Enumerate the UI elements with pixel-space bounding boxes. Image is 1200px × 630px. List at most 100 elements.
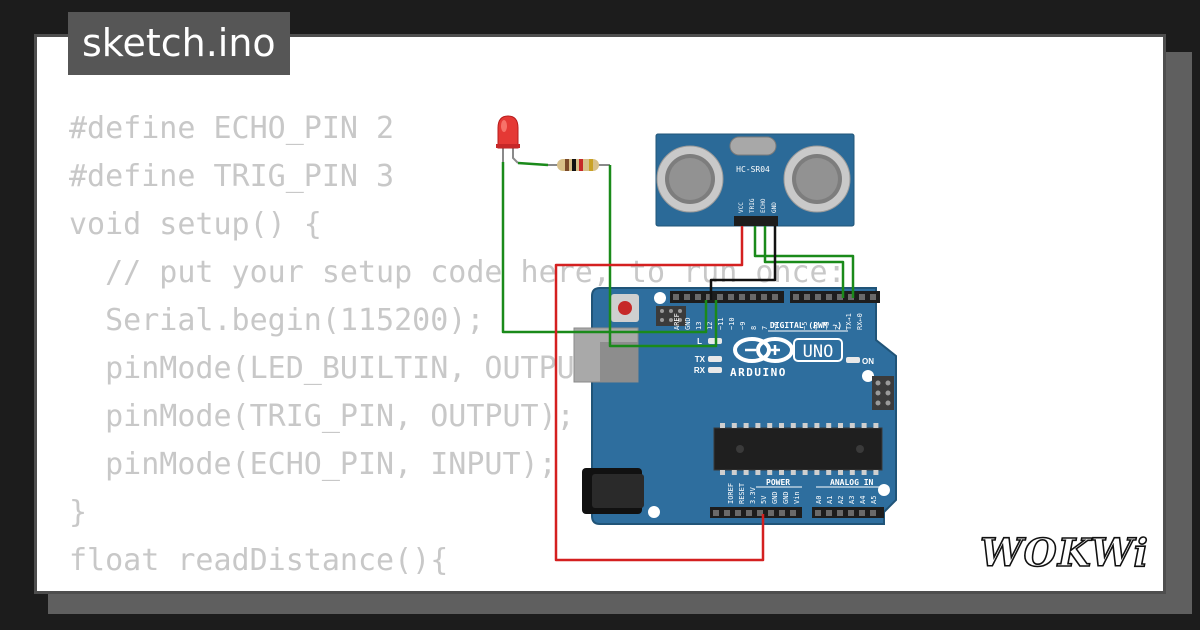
chip-pin (755, 470, 761, 475)
header-pin (804, 294, 810, 300)
code-line: pinMode(ECHO_PIN, INPUT); (69, 447, 557, 482)
code-line: #define TRIG_PIN 3 (69, 159, 395, 194)
wire-echo-pin2 (763, 226, 845, 298)
usb-connector-inner (600, 342, 638, 382)
chip-pin (838, 423, 843, 428)
header-pin (793, 294, 799, 300)
top-pin-label: 12 (706, 322, 714, 330)
chip-pin (814, 470, 820, 475)
wokwi-logo: WOKWi (979, 529, 1149, 576)
top-pin-label: ~3 (823, 322, 831, 330)
chip-pin (779, 423, 784, 428)
chip-pin (802, 470, 808, 475)
power-label: POWER (766, 478, 790, 487)
analog-pin-label: A4 (859, 496, 867, 504)
wire-vcc-5v (554, 226, 765, 562)
mount-hole (648, 506, 660, 518)
analog-pin-label: A1 (826, 496, 834, 504)
top-pin-label: GND (684, 317, 692, 330)
header-pin (750, 294, 756, 300)
analog-pin-label: A0 (815, 496, 823, 504)
header-pin (739, 294, 745, 300)
chip-pin (849, 423, 855, 428)
power-pin-label: 5V (760, 495, 768, 504)
header-pin (826, 294, 832, 300)
red-led[interactable] (496, 115, 520, 164)
sensor-pin-label: GND (771, 202, 778, 213)
power-pin-label: RESET (738, 482, 746, 504)
header-pin (815, 294, 821, 300)
top-pin-label: 2 (834, 326, 842, 330)
code-line: void setup() { (69, 207, 322, 242)
top-pin-label: 13 (695, 322, 703, 330)
rx-label: RX (694, 366, 706, 375)
header-pin (757, 510, 763, 516)
header-pin (848, 294, 854, 300)
sensor-model-label: HC-SR04 (736, 165, 770, 174)
wire-gnd-gnd (709, 226, 777, 300)
wire-resistor-pin13 (608, 165, 718, 348)
header-pin (735, 510, 741, 516)
header-pin (859, 294, 865, 300)
resistor[interactable] (548, 159, 610, 171)
on-label: ON (862, 357, 874, 366)
chip-pin (731, 423, 737, 428)
reset-button-cap[interactable] (618, 301, 632, 315)
chip-pin (790, 423, 796, 428)
chip-pin (767, 470, 773, 475)
chip-pin (814, 423, 820, 428)
header-pin (859, 510, 865, 516)
chip-pin (849, 470, 855, 475)
top-pin-label: ~9 (739, 322, 747, 330)
header-pin (837, 294, 843, 300)
power-pin-label: GND (782, 491, 790, 504)
arduino-logo-icon (733, 337, 794, 363)
chip-pin (838, 470, 843, 475)
on-led (846, 357, 860, 363)
chip-pin (873, 423, 879, 428)
chip-pin (826, 470, 832, 475)
header-pin (706, 294, 712, 300)
analog-label: ANALOG IN (830, 478, 874, 487)
icsp-header (872, 376, 894, 410)
header-pin (772, 294, 778, 300)
top-pin-label: 7 (761, 326, 769, 330)
uno-label: UNO (803, 342, 834, 362)
code-line: Serial.begin(115200); (69, 303, 485, 338)
chip-pin (826, 423, 832, 428)
top-pin-label: AREF (673, 313, 681, 330)
header-pin (761, 294, 767, 300)
chip-pin (731, 470, 737, 475)
header-pin (695, 294, 701, 300)
header-pin (728, 294, 734, 300)
rx-led (708, 367, 722, 373)
analog-pin-label: A3 (848, 496, 856, 504)
code-line: // put your setup code here, to run once… (69, 255, 846, 290)
power-pin-label: IOREF (727, 483, 735, 504)
sensor-pin-header (734, 216, 778, 226)
header-pin (870, 510, 876, 516)
chip-pin (720, 470, 725, 475)
chip-pin (779, 470, 784, 475)
power-pin-label: GND (771, 491, 779, 504)
header-pin (790, 510, 796, 516)
power-jack-face (592, 474, 644, 508)
mount-hole (654, 292, 666, 304)
top-pin-label: ~10 (728, 317, 736, 330)
file-name-tab[interactable]: sketch.ino (68, 12, 290, 75)
wire-led-resistor (517, 161, 549, 167)
top-pin-label: TX→1 (845, 313, 853, 330)
header-pin (673, 294, 679, 300)
header-pin (826, 510, 832, 516)
digital-label: DIGITAL (PWM ~) (770, 321, 842, 330)
wokwi-logo-text: WOKWi (980, 530, 1149, 575)
header-pin (779, 510, 785, 516)
header-pin (837, 510, 843, 516)
header-pin (870, 294, 876, 300)
